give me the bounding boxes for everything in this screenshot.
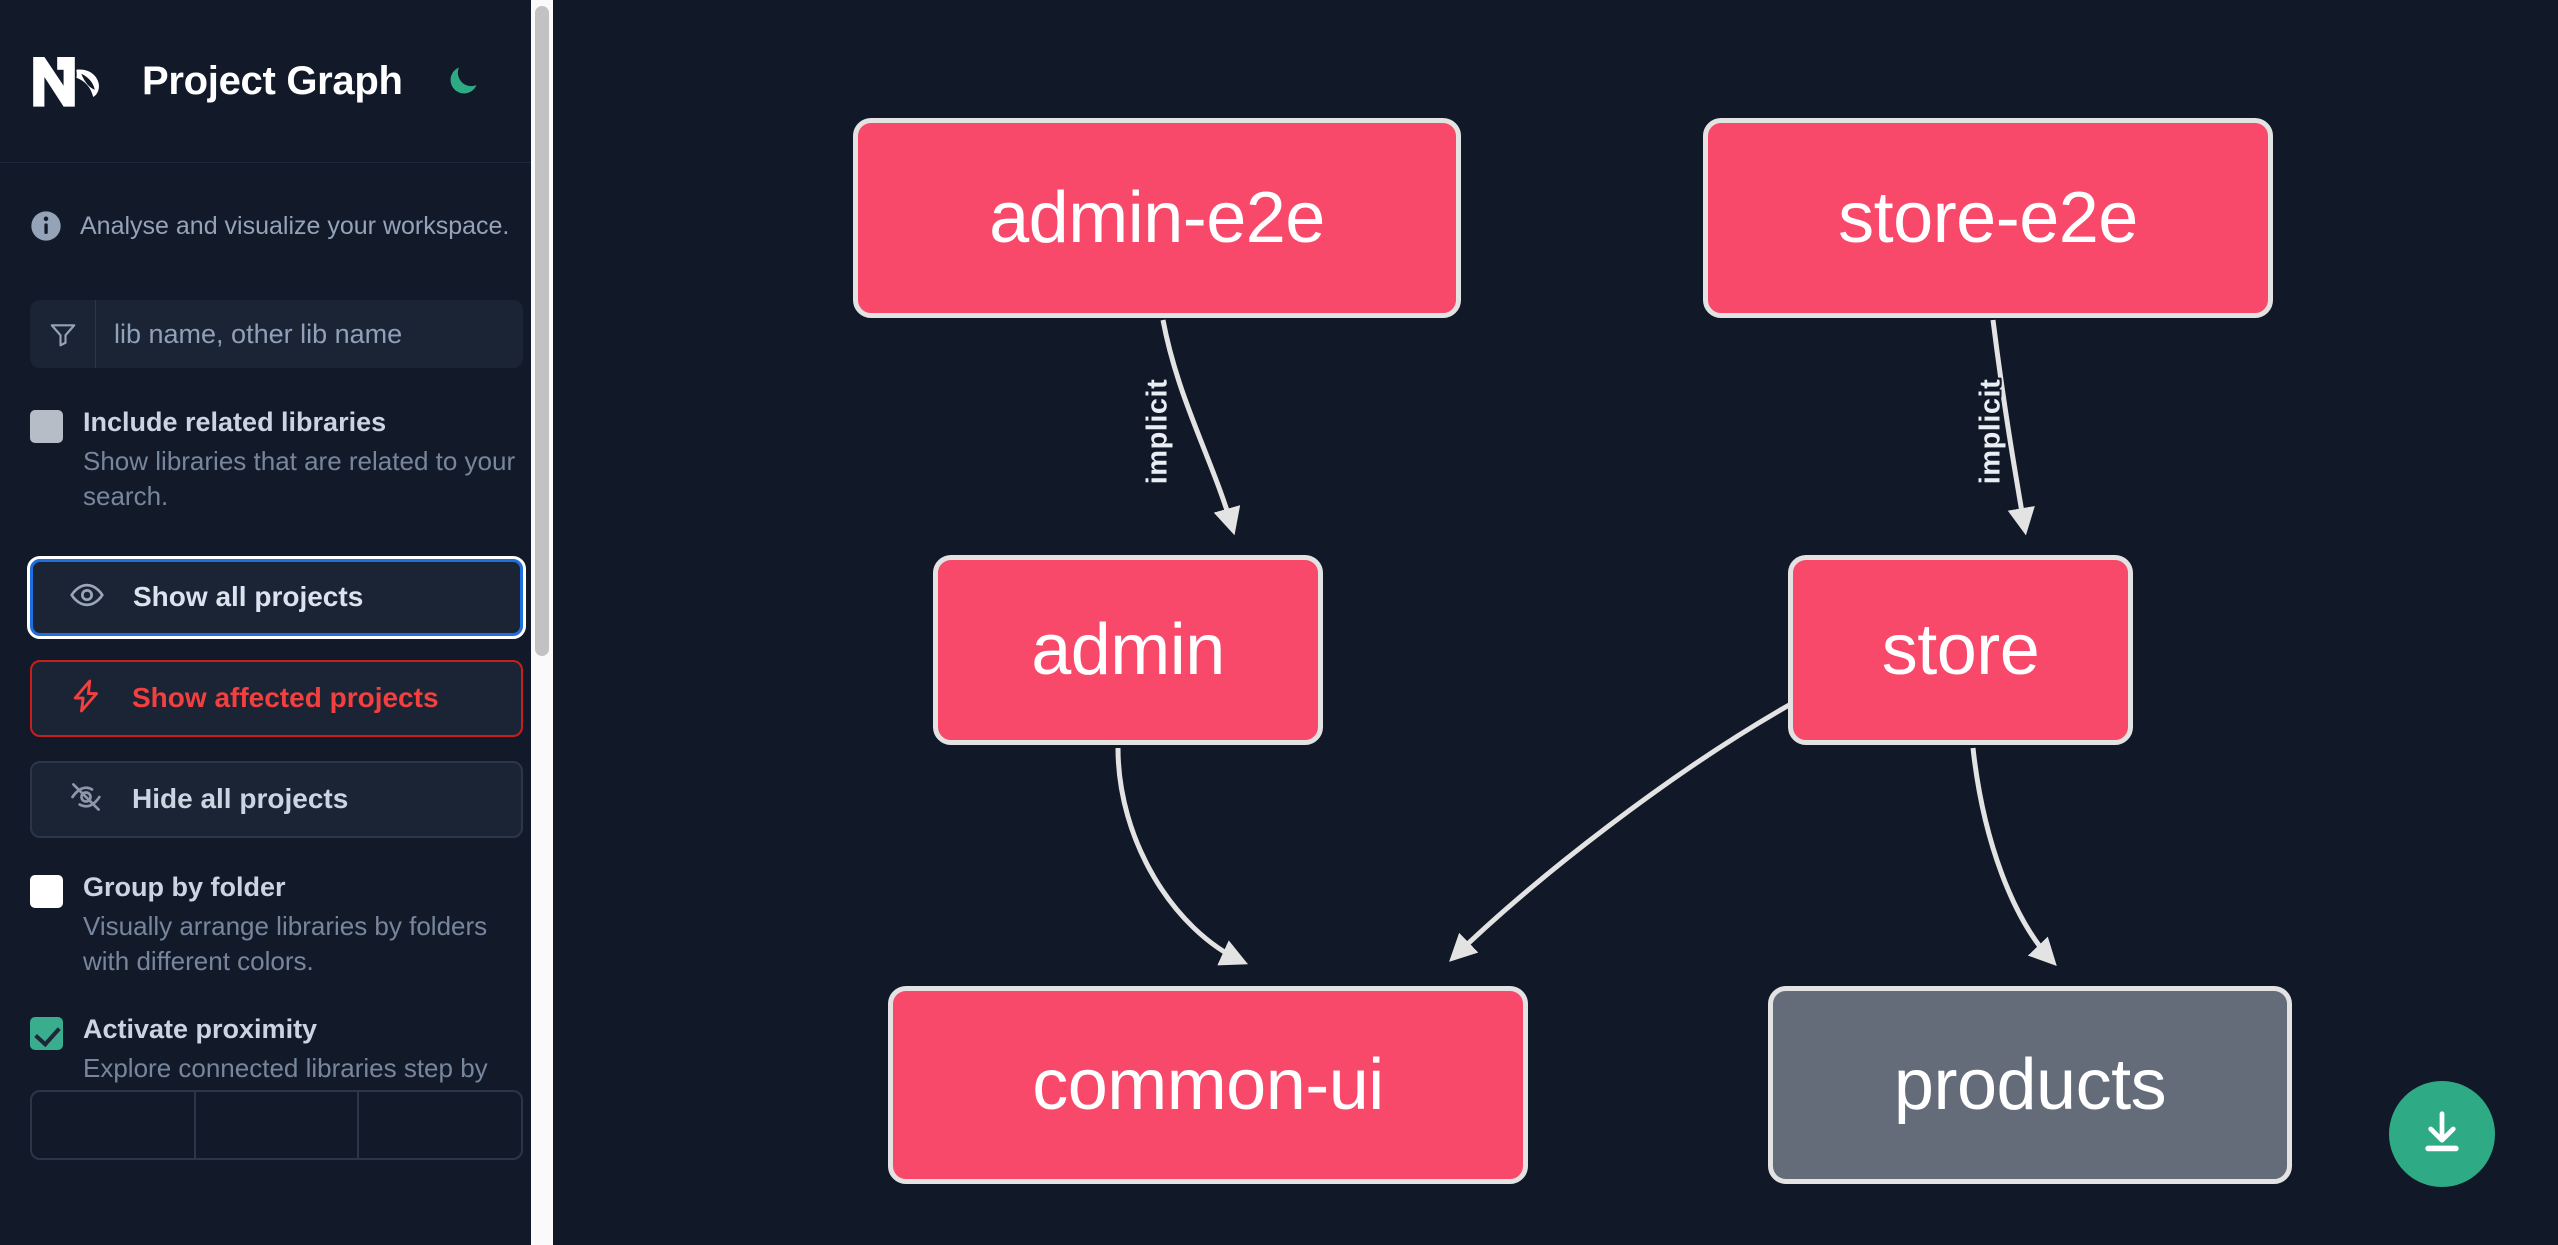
search-bar[interactable] — [30, 300, 523, 368]
show-affected-projects-button[interactable]: Show affected projects — [30, 659, 523, 737]
node-label: products — [1893, 1045, 2167, 1125]
option-title: Include related libraries — [83, 407, 387, 437]
edge-store-to-products — [1970, 747, 2057, 966]
sidebar-scrollbar[interactable] — [531, 0, 553, 1245]
button-label: Show affected projects — [132, 682, 439, 714]
option-title: Group by folder — [83, 871, 286, 902]
checkbox-include-related-libraries[interactable] — [30, 410, 63, 443]
nx-logo-icon — [30, 51, 118, 111]
edge-label-implicit-store: implicit — [1974, 378, 2007, 485]
graph-node-store[interactable]: store — [1788, 555, 2133, 745]
show-all-projects-button[interactable]: Show all projects — [27, 555, 526, 639]
eye-slash-icon — [68, 779, 104, 820]
node-label: admin-e2e — [989, 178, 1325, 258]
edge-admin-to-common-ui — [1115, 747, 1249, 966]
proximity-step-button-group[interactable] — [30, 1089, 523, 1160]
download-graph-button[interactable] — [2389, 1081, 2495, 1187]
graph-node-store-e2e[interactable]: store-e2e — [1703, 118, 2273, 318]
sidebar-scrollbar-thumb[interactable] — [535, 6, 549, 656]
option-group-by-folder[interactable]: Group by folder Visually arrange librari… — [30, 871, 523, 980]
option-description: Show libraries that are related to your … — [83, 445, 516, 512]
graph-node-admin[interactable]: admin — [933, 555, 1323, 745]
node-label: store-e2e — [1838, 178, 2138, 258]
info-icon — [30, 210, 62, 242]
filter-icon — [30, 300, 96, 368]
moon-icon[interactable] — [439, 57, 487, 105]
graph-node-admin-e2e[interactable]: admin-e2e — [853, 118, 1461, 318]
sidebar: Project Graph Analyse and visualize your… — [0, 0, 553, 1245]
proximity-step-button-1[interactable] — [32, 1091, 196, 1158]
eye-icon — [69, 577, 105, 618]
graph-canvas[interactable]: admin-e2e store-e2e admin store common-u… — [553, 0, 2558, 1245]
button-label: Hide all projects — [132, 783, 349, 815]
option-include-related-libraries[interactable]: Include related libraries Show libraries… — [30, 406, 523, 515]
graph-node-common-ui[interactable]: common-ui — [888, 986, 1528, 1184]
node-label: admin — [1031, 610, 1225, 690]
node-label: common-ui — [1032, 1045, 1384, 1125]
graph-node-products[interactable]: products — [1768, 986, 2292, 1184]
search-input[interactable] — [96, 300, 523, 368]
checkbox-group-by-folder[interactable] — [30, 874, 63, 908]
node-label: store — [1881, 610, 2040, 690]
hide-all-projects-button[interactable]: Hide all projects — [30, 760, 523, 838]
tagline: Analyse and visualize your workspace. — [30, 163, 523, 242]
proximity-step-button-2[interactable] — [196, 1091, 360, 1158]
lightning-icon — [68, 678, 104, 719]
sidebar-header: Project Graph — [0, 0, 553, 163]
edge-label-implicit-admin: implicit — [1141, 378, 1174, 485]
option-title: Activate proximity — [83, 1013, 318, 1044]
tagline-text: Analyse and visualize your workspace. — [80, 211, 510, 240]
button-label: Show all projects — [133, 581, 364, 613]
option-description: Visually arrange libraries by folders wi… — [83, 910, 488, 977]
projects-button-group: Show all projects Show affected projects — [27, 555, 526, 838]
download-icon — [2416, 1106, 2468, 1163]
proximity-step-button-3[interactable] — [359, 1092, 521, 1158]
page-title: Project Graph — [142, 58, 403, 103]
edge-store-to-common-ui — [1449, 697, 1800, 962]
checkbox-activate-proximity[interactable] — [30, 1016, 63, 1050]
sidebar-body: Analyse and visualize your workspace. In… — [0, 163, 553, 1160]
